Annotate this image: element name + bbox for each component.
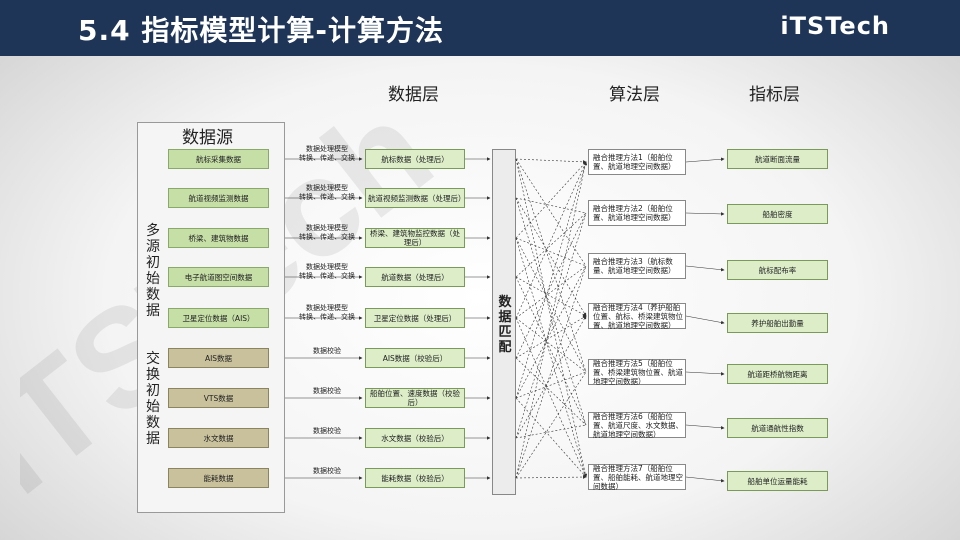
group-label-multi-source: 多源初始数据 <box>146 223 160 319</box>
process-label: 数据校验 <box>313 347 341 355</box>
source-item: AIS数据 <box>168 348 269 368</box>
process-label: 数据处理模型 转换、传递、交换 <box>299 145 355 162</box>
connector-line <box>515 161 587 239</box>
source-item: 水文数据 <box>168 428 269 448</box>
connector-line <box>685 212 725 216</box>
connector-line <box>515 212 587 359</box>
algorithm-item: 融合推理方法2（船舶位置、航道地理空间数据） <box>588 200 686 226</box>
data-match-label: 数据匹配 <box>498 295 512 355</box>
connector-line <box>515 265 587 399</box>
connector-line <box>515 197 587 426</box>
algorithm-item: 融合推理方法3（航标数量、航道地理空间数据） <box>588 253 686 279</box>
header-bar: 5.4 指标模型计算-计算方法 iTSTech <box>0 0 960 56</box>
indicator-item: 航道通航性指数 <box>727 418 828 438</box>
algorithm-item: 融合推理方法7（船舶位置、船舶能耗、航道地理空间数据） <box>588 464 686 491</box>
data-layer-title: 数据层 <box>388 85 439 105</box>
process-label: 数据校验 <box>313 387 341 395</box>
indicator-item: 航道断面流量 <box>727 149 828 169</box>
process-label: 数据处理模型 转换、传递、交换 <box>299 184 355 201</box>
connector-line <box>515 315 587 359</box>
source-item: 航道视频监测数据 <box>168 188 269 208</box>
connector-line <box>515 197 587 317</box>
source-item: 桥梁、建筑物数据 <box>168 228 269 248</box>
process-label: 数据校验 <box>313 427 341 435</box>
source-item: 航标采集数据 <box>168 149 269 169</box>
data-layer-item: 水文数据（校验后） <box>365 428 465 448</box>
algorithm-item: 融合推理方法1（船舶位置、航道地理空间数据） <box>588 149 686 175</box>
indicator-item: 航标配布率 <box>727 260 828 280</box>
data-layer-item: 能耗数据（校验后） <box>365 468 465 488</box>
data-layer-item: 船舶位置、速度数据（校验后） <box>365 388 465 408</box>
connector-line <box>515 212 587 439</box>
indicator-item: 船舶密度 <box>727 204 828 224</box>
connector-line <box>515 158 587 373</box>
connector-line <box>515 397 587 478</box>
algorithm-item: 融合推理方法5（船舶位置、桥梁建筑物位置、航道地理空间数据） <box>588 359 686 386</box>
algorithm-layer-title: 算法层 <box>609 85 660 105</box>
connector-line <box>515 276 587 426</box>
process-label: 数据校验 <box>313 467 341 475</box>
connector-line <box>515 237 587 373</box>
algorithm-item: 融合推理方法6（船舶位置、航道尺度、水文数据、航道地理空间数据） <box>588 412 686 439</box>
data-match-bar: 数据匹配 <box>492 149 516 495</box>
connector-line <box>515 371 587 399</box>
connector-line <box>685 476 725 483</box>
indicator-item: 航道距桥航物距离 <box>727 364 828 384</box>
process-label: 数据处理模型 转换、传递、交换 <box>299 224 355 241</box>
group-label-exchange: 交换初始数据 <box>146 351 160 447</box>
source-item: VTS数据 <box>168 388 269 408</box>
data-layer-item: AIS数据（校验后） <box>365 348 465 368</box>
connector-line <box>685 371 725 376</box>
source-item: 电子航道图空间数据 <box>168 267 269 287</box>
indicator-item: 船舶单位运量能耗 <box>727 471 828 491</box>
connector-line <box>685 265 725 272</box>
connector-line <box>515 265 587 479</box>
connector-line <box>515 158 587 267</box>
source-item: 能耗数据 <box>168 468 269 488</box>
connector-line <box>515 276 587 317</box>
brand-logo: iTSTech <box>780 12 890 40</box>
connector-line <box>685 315 725 325</box>
connector-line <box>515 317 587 478</box>
data-layer-item: 航标数据（处理后） <box>365 149 465 169</box>
data-layer-item: 航道视频监测数据（处理后） <box>365 188 466 208</box>
connector-line <box>515 265 587 319</box>
process-label: 数据处理模型 转换、传递、交换 <box>299 304 355 321</box>
page-title: 5.4 指标模型计算-计算方法 <box>78 14 444 47</box>
process-label: 数据处理模型 转换、传递、交换 <box>299 263 355 280</box>
connector-line <box>515 424 587 439</box>
indicator-item: 养护船舶出勤量 <box>727 313 828 333</box>
connector-line <box>515 357 587 426</box>
connector-line <box>685 424 725 430</box>
connector-line <box>515 237 587 478</box>
algorithm-item: 融合推理方法4（养护船舶位置、航标、桥梁建筑物位置、航道地理空间数据） <box>588 303 686 330</box>
data-source-title: 数据源 <box>182 128 233 148</box>
connector-line <box>685 157 725 163</box>
connector-line <box>515 315 587 439</box>
connector-line <box>515 475 587 479</box>
connector-line <box>515 371 587 479</box>
indicator-layer-title: 指标层 <box>749 85 800 105</box>
connector-line <box>515 237 587 267</box>
data-layer-item: 卫星定位数据（处理后） <box>365 308 465 328</box>
data-layer-item: 航道数据（处理后） <box>365 267 465 287</box>
source-item: 卫星定位数据（AIS） <box>168 308 269 328</box>
connector-line <box>515 161 587 319</box>
connector-line <box>515 161 587 399</box>
connector-line <box>515 161 588 479</box>
connector-line <box>515 212 587 278</box>
connector-line <box>515 317 587 373</box>
connector-line <box>515 158 587 164</box>
data-layer-item: 桥梁、建筑物监控数据（处理后） <box>365 228 465 248</box>
